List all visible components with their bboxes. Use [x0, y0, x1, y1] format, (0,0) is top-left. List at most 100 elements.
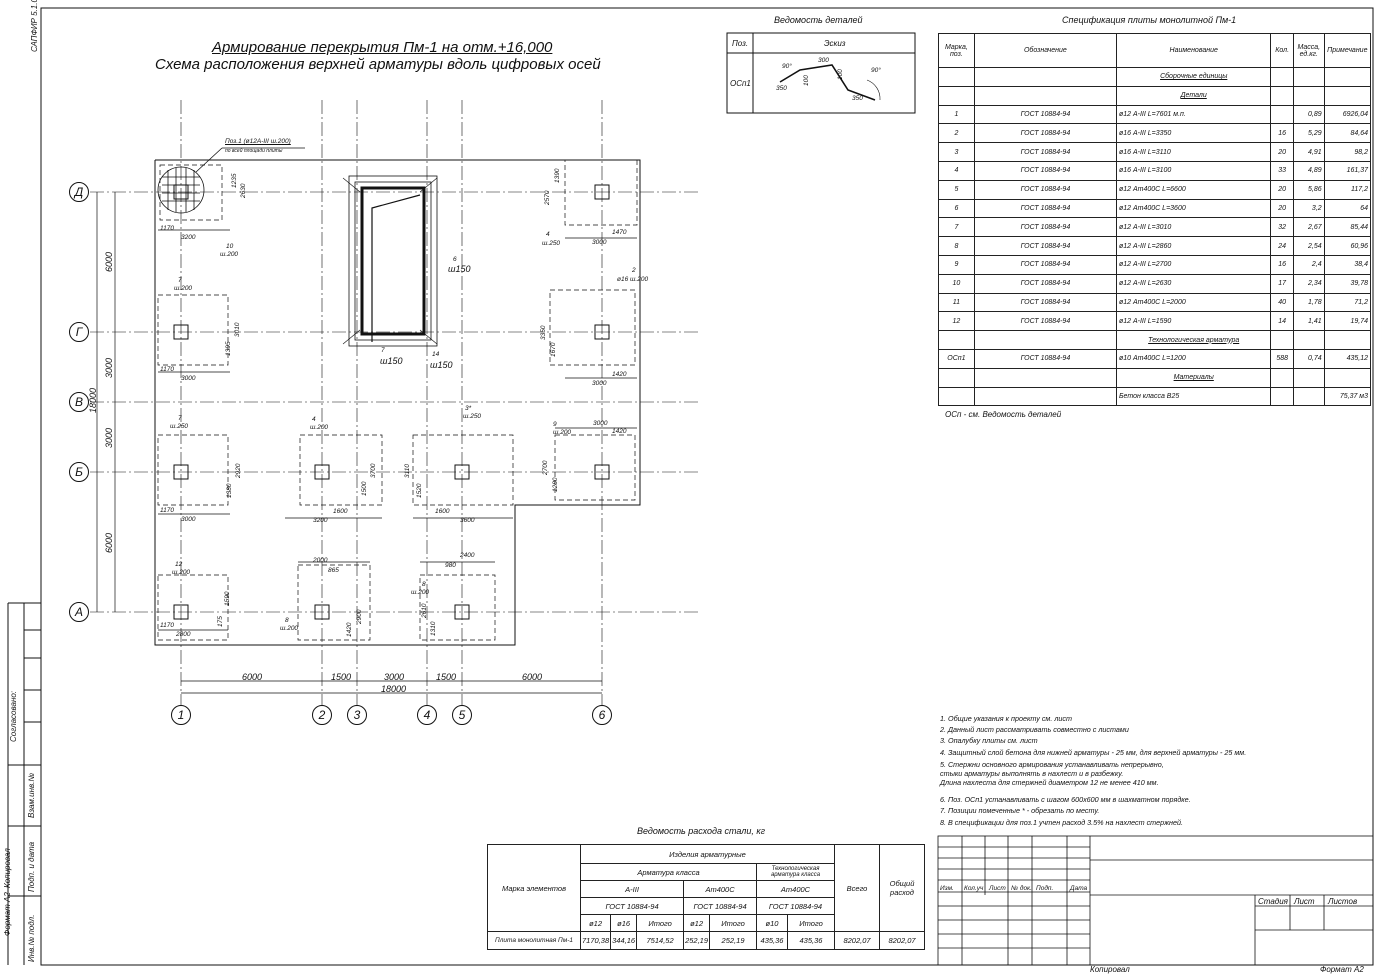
- steel-class: Ат400С: [683, 880, 758, 898]
- plan-label: 8: [285, 617, 289, 624]
- plan-label: 3000: [181, 375, 196, 382]
- plan-label: 1420: [612, 371, 627, 378]
- plan-label: ш150: [380, 356, 403, 366]
- plan-label: 1380: [226, 483, 233, 498]
- note-item: стыки арматуры выполнять в нахлест и в р…: [940, 769, 1124, 778]
- plan-label: 2900: [356, 609, 363, 624]
- sketch-label: 90°: [871, 67, 881, 74]
- plan-label: 1280: [552, 477, 559, 492]
- spec-header: Наименование: [1115, 33, 1272, 68]
- drawing-title: Армирование перекрытия Пм-1 на отм.+16,0…: [212, 39, 553, 56]
- plan-label: 1520: [416, 483, 423, 498]
- axis-bubble-b: Б: [69, 462, 89, 482]
- plan-label: 1235: [231, 173, 238, 188]
- plan-label: 7: [178, 415, 182, 422]
- plan-label: 1670: [550, 342, 557, 357]
- dim-left: 6000: [104, 251, 114, 272]
- steel-gost: ГОСТ 10884-94: [683, 897, 758, 915]
- plan-label: 1170: [160, 366, 174, 373]
- plan-label: 3600: [460, 517, 475, 524]
- dim-bottom: 6000: [522, 672, 543, 682]
- sketch-label: 100: [803, 75, 810, 86]
- spec-section: Материалы: [1115, 367, 1272, 388]
- spec-header: Марка, поз.: [938, 33, 975, 68]
- plan-label: 3350: [540, 325, 547, 340]
- sketch-label: 300: [818, 57, 829, 64]
- steel-sub-class: Арматура класса: [579, 863, 758, 881]
- plan-label: 1420: [612, 428, 627, 435]
- plan-label: 3700: [370, 463, 377, 478]
- details-row-pos: ОСп1: [730, 79, 751, 88]
- plan-label: 1420: [346, 622, 353, 637]
- plan-label: 2000: [313, 557, 328, 564]
- note-item: 6. Поз. ОСп1 устанавливать с шагом 600х6…: [940, 795, 1191, 804]
- plan-label: ш.200: [310, 424, 329, 431]
- axis-bubble-4: 4: [417, 705, 437, 725]
- stamp-label: Изм.: [940, 885, 954, 892]
- plan-label: 1600: [435, 508, 450, 515]
- axis-bubble-2: 2: [312, 705, 332, 725]
- plan-label: 8: [422, 581, 426, 588]
- spec-header: Примечание: [1323, 33, 1372, 68]
- details-table: [726, 32, 916, 114]
- axis-bubble-g: Г: [69, 322, 89, 342]
- plan-label: ш.200: [220, 251, 239, 258]
- plan-label: 4: [546, 231, 550, 238]
- plan-label: 2630: [240, 183, 247, 198]
- steel-diameter: ø16: [610, 914, 638, 932]
- rebar-zones: [157, 159, 638, 641]
- side-copied: Копировал: [3, 848, 12, 888]
- spec-section: Детали: [1115, 85, 1272, 106]
- footer-copied: Копировал: [1090, 965, 1130, 974]
- plan-label: 865: [328, 567, 339, 574]
- details-col-pos: Поз.: [732, 39, 749, 48]
- plan-label: ш.200: [280, 625, 299, 632]
- plan-label: 1600: [333, 508, 348, 515]
- side-format: Формат А2: [3, 892, 12, 936]
- plan-label: ш.250: [463, 413, 482, 420]
- dim-bottom: 3000: [384, 672, 405, 682]
- note-item: 5. Стержни основного армирования устанав…: [940, 760, 1164, 769]
- plan-label: 1395: [225, 341, 232, 356]
- note-item: 3. Опалубку плиты см. лист: [940, 736, 1038, 745]
- plan-label: ш.200: [411, 589, 430, 596]
- poz1-callout: Поз.1 (ø12А-III ш.200): [225, 138, 291, 145]
- dim-left-total: 18000: [88, 387, 98, 413]
- dim-left: 6000: [104, 532, 114, 553]
- spec-footnote: ОСп - см. Ведомость деталей: [945, 410, 1062, 419]
- steel-group: Изделия арматурные: [580, 844, 835, 864]
- plan-label: 3010: [234, 322, 241, 337]
- sheet-frame: [40, 7, 1374, 966]
- plan-label: 3200: [313, 517, 328, 524]
- axis-bubble-3: 3: [347, 705, 367, 725]
- plan-label: 3200: [181, 234, 196, 241]
- plan-label: 3110: [404, 464, 411, 478]
- stamp-label: Дата: [1070, 885, 1088, 892]
- plan-label: 1470: [612, 229, 627, 236]
- plan-label: 1500: [361, 481, 368, 496]
- dim-bottom: 1500: [436, 672, 457, 682]
- stamp-label: Лист: [989, 885, 1006, 892]
- steel-class: А-III: [579, 880, 685, 898]
- side-sign: Подп. и дата: [27, 841, 36, 892]
- plan-label: 3*: [465, 405, 472, 412]
- plan-label: 3000: [181, 516, 196, 523]
- stamp-label: Подп.: [1036, 885, 1054, 892]
- axis-bubble-5: 5: [452, 705, 472, 725]
- plan-label: 1590: [224, 591, 231, 606]
- axis-bubble-v: В: [69, 392, 89, 412]
- plan-label: 1170: [160, 507, 174, 514]
- dimension-lines: [96, 192, 637, 694]
- side-inv: Инв.№ подл.: [27, 914, 36, 962]
- steel-diameter: ø12: [579, 914, 612, 932]
- spec-header: Кол.: [1270, 33, 1294, 68]
- drawing-subtitle: Схема расположения верхней арматуры вдол…: [155, 56, 601, 73]
- plan-label: 9: [553, 421, 557, 428]
